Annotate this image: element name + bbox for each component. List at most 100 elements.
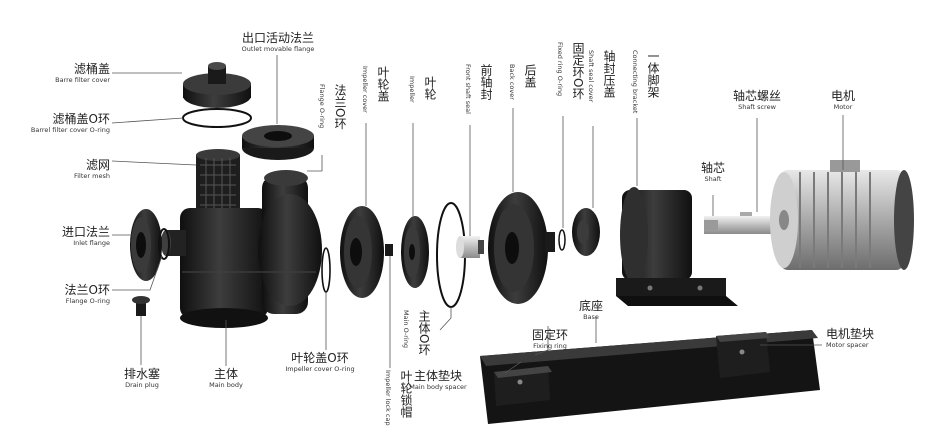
main-body-en: Main body — [209, 380, 243, 389]
motor-spacer-part — [716, 332, 770, 378]
shaft-seal-cover-en: Shaft seal cover — [587, 50, 595, 103]
main-body-zh: 主体 — [213, 367, 238, 381]
motor-zh: 电机 — [830, 89, 855, 103]
connecting-bracket-part — [616, 187, 738, 306]
label-fixing-ring: 固定环 Fixing ring — [518, 329, 582, 349]
label-front-shaft-seal: 前轴封 Front shaft seal — [460, 64, 494, 114]
flange-oring-zh: 法兰O环 — [64, 283, 110, 297]
flange-oring-2-zh: 法兰O环 — [333, 84, 347, 130]
label-main-oring: 主体O环 Main O-ring — [398, 310, 432, 355]
label-main-body-spacer: 主体垫块 Main body spacer — [396, 370, 480, 390]
drain-plug-part — [132, 296, 150, 316]
label-inlet-flange: 进口法兰 Inlet flange — [0, 226, 110, 246]
impeller-lock-cap-zh: 叶轮锁帽 — [399, 370, 413, 418]
impeller-cover-oring-part — [321, 247, 331, 293]
barrel-filter-cover-oring-zh: 滤桶盖O环 — [52, 112, 110, 126]
inlet-flange-zh: 进口法兰 — [61, 225, 110, 239]
leader-lines — [111, 55, 844, 374]
label-motor: 电机 Motor — [818, 90, 868, 110]
impeller-cover-oring-en: Impeller cover O-ring — [285, 364, 355, 373]
base-en: Base — [583, 312, 599, 321]
label-motor-spacer: 电机垫块 Motor spacer — [826, 328, 922, 348]
impeller-part — [401, 216, 429, 288]
motor-spacer-zh: 电机垫块 — [826, 327, 875, 341]
main-oring-zh: 主体O环 — [417, 310, 431, 356]
impeller-cover-zh: 叶轮盖 — [376, 66, 390, 102]
label-drain-plug: 排水塞 Drain plug — [110, 368, 174, 388]
inlet-flange-part — [130, 209, 162, 281]
filter-mesh-zh: 滤网 — [85, 158, 110, 172]
shaft-seal-cover-part — [572, 208, 600, 256]
shaft-en: Shaft — [704, 174, 722, 183]
fixed-ring-oring-part — [558, 229, 566, 251]
main-body-spacer-en: Main body spacer — [409, 382, 467, 391]
front-shaft-seal-part — [456, 236, 484, 258]
main-body-part — [161, 170, 322, 328]
impeller-en: Impeller — [408, 76, 416, 103]
barrel-filter-cover-en: Barre filter cover — [55, 75, 110, 84]
outlet-movable-flange-zh: 出口活动法兰 — [241, 31, 314, 45]
drain-plug-zh: 排水塞 — [123, 367, 160, 381]
connecting-bracket-zh: 一体脚架 — [646, 50, 660, 98]
label-back-cover: 后盖 Back cover — [504, 64, 538, 100]
impeller-lock-cap-en: Impeller lock cap — [384, 370, 392, 426]
label-flange-oring-2: 法兰O环 Flange O-ring — [314, 84, 348, 129]
shaft-part — [704, 212, 782, 234]
motor-spacer-en: Motor spacer — [826, 340, 869, 349]
flange-oring-en: Flange O-ring — [65, 296, 110, 305]
label-shaft: 轴芯 Shaft — [690, 162, 736, 182]
inlet-flange-en: Inlet flange — [73, 238, 110, 247]
label-flange-oring: 法兰O环 Flange O-ring — [0, 284, 110, 304]
shaft-zh: 轴芯 — [700, 161, 725, 175]
label-impeller-cover-oring: 叶轮盖O环 Impeller cover O-ring — [272, 352, 368, 372]
label-impeller: 叶轮 Impeller — [404, 76, 438, 103]
base-zh: 底座 — [578, 299, 603, 313]
barrel-filter-cover-oring-en: Barrel filter cover O-ring — [30, 125, 110, 134]
main-body-spacer-zh: 主体垫块 — [413, 369, 462, 383]
fixing-ring-part — [545, 232, 555, 252]
outlet-movable-flange-en: Outlet movable flange — [241, 44, 315, 53]
back-cover-en: Back cover — [508, 64, 516, 100]
label-shaft-screw: 轴芯螺丝 Shaft screw — [718, 90, 796, 110]
fixed-ring-oring-en: Fixed ring O-ring — [556, 42, 564, 97]
back-cover-part — [488, 192, 548, 304]
label-shaft-seal-cover: 轴封压盖 Shaft seal cover — [583, 50, 617, 102]
filter-mesh-en: Filter mesh — [73, 171, 110, 180]
motor-en: Motor — [833, 102, 853, 111]
fixed-ring-oring-zh: 固定环O环 — [571, 42, 585, 100]
label-filter-mesh: 滤网 Filter mesh — [0, 159, 110, 179]
barrel-filter-cover-oring-part — [182, 108, 252, 128]
flange-oring-part — [158, 228, 170, 260]
impeller-cover-oring-zh: 叶轮盖O环 — [291, 351, 349, 365]
impeller-cover-en: Impeller cover — [361, 66, 369, 113]
label-impeller-cover: 叶轮盖 Impeller cover — [357, 66, 391, 113]
front-shaft-seal-en: Front shaft seal — [464, 64, 472, 114]
label-connecting-bracket: 一体脚架 Connecting bracket — [627, 50, 661, 113]
shaft-seal-cover-zh: 轴封压盖 — [602, 50, 616, 98]
flange-oring-2-en: Flange O-ring — [318, 84, 326, 129]
main-oring-en: Main O-ring — [402, 310, 410, 348]
label-barrel-filter-cover-oring: 滤桶盖O环 Barrel filter cover O-ring — [0, 113, 110, 133]
label-impeller-lock-cap: 叶轮锁帽 Impeller lock cap — [380, 370, 414, 426]
outlet-movable-flange-part — [242, 125, 314, 160]
impeller-lock-cap-part — [385, 244, 393, 256]
drain-plug-en: Drain plug — [125, 380, 159, 389]
impeller-cover-part — [340, 206, 384, 298]
label-barrel-filter-cover: 滤桶盖 Barre filter cover — [0, 63, 110, 83]
label-base: 底座 Base — [566, 300, 616, 320]
label-fixed-ring-oring: 固定环O环 Fixed ring O-ring — [552, 42, 586, 99]
impeller-zh: 叶轮 — [423, 76, 437, 100]
shaft-screw-zh: 轴芯螺丝 — [732, 89, 781, 103]
main-body-spacer-part — [494, 366, 552, 406]
fixing-ring-en: Fixing ring — [533, 341, 567, 350]
motor-part — [770, 160, 914, 270]
label-outlet-movable-flange: 出口活动法兰 Outlet movable flange — [226, 32, 330, 52]
fixing-ring-zh: 固定环 — [531, 328, 568, 342]
barrel-filter-cover-zh: 滤桶盖 — [73, 62, 110, 76]
connecting-bracket-en: Connecting bracket — [631, 50, 639, 114]
label-main-body: 主体 Main body — [196, 368, 256, 388]
front-shaft-seal-zh: 前轴封 — [479, 64, 493, 100]
back-cover-zh: 后盖 — [523, 64, 537, 88]
